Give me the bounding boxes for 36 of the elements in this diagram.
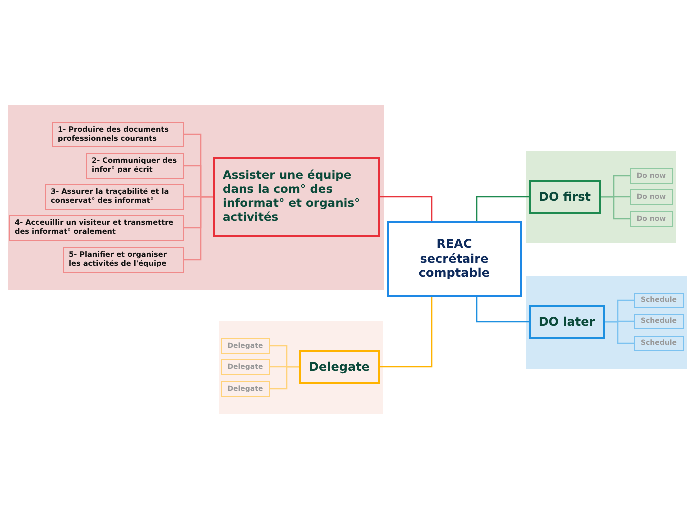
group-background [526,276,687,369]
connector-line [476,196,529,221]
topic-text: Delegate [309,360,370,374]
group-background [219,321,383,414]
topic-text: DO later [538,314,596,330]
subtopic-box [63,247,184,273]
subtopic-box [221,359,270,375]
connector-line [380,297,433,368]
subtopic-box [634,293,684,308]
connector-line [476,297,529,323]
topic-text: DO first [538,190,592,204]
subtopic-box [634,314,684,329]
topic-text: Assister une équipe dans la com° des informat° et organis° activités [223,169,362,225]
subtopic-box [634,336,684,351]
group-background [526,151,676,243]
topic-box [299,350,380,384]
topic-box [529,180,601,214]
connector-line [380,196,433,221]
subtopic-box [630,168,673,184]
topic-box [213,157,380,237]
connector-line [270,366,299,390]
subtopic-box [630,211,673,227]
subtopic-box [86,153,184,179]
subtopic-box [52,122,184,147]
central-topic-box [387,221,522,297]
connector-line [184,196,213,261]
subtopic-box [221,381,270,397]
subtopic-box [9,215,184,241]
connector-line [605,321,634,344]
topic-text: REAC secrétaire comptable [418,237,492,281]
group-background [8,105,384,290]
topic-box [529,305,605,339]
connector-line [601,196,630,220]
subtopic-box [630,189,673,205]
subtopic-box [221,338,270,354]
subtopic-box [45,184,184,210]
